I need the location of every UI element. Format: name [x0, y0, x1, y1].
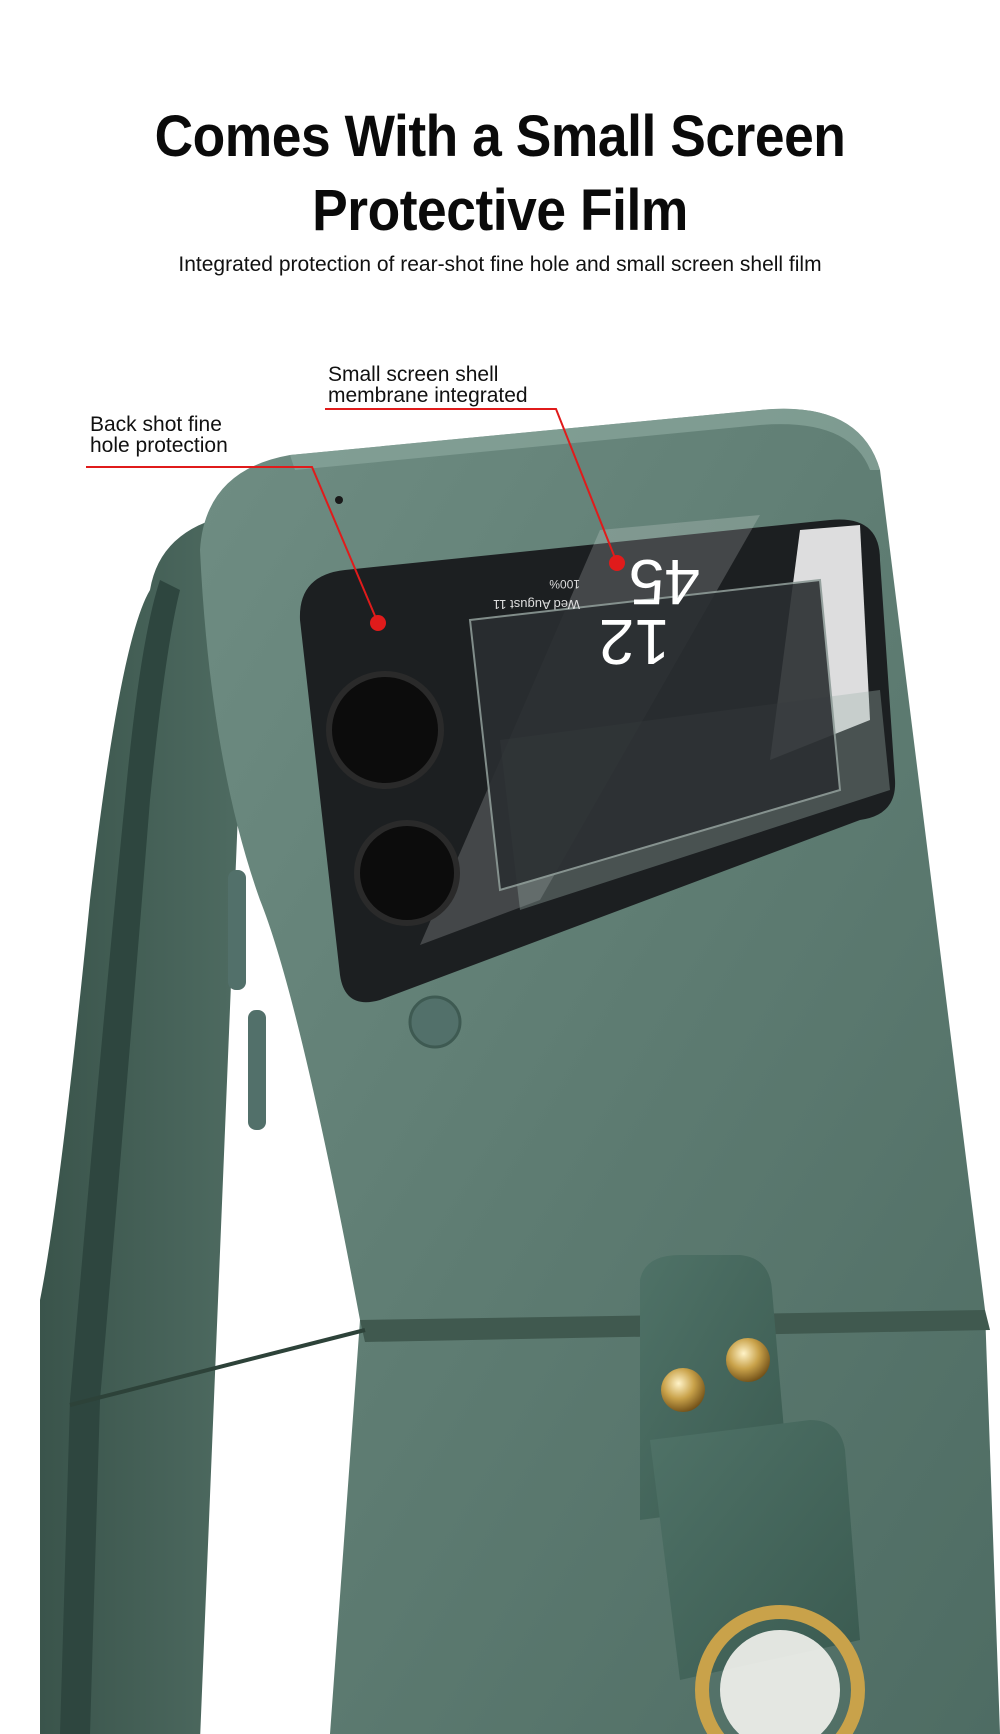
side-button-upper [228, 870, 246, 990]
screen-date: Wed August 11 [493, 597, 580, 612]
flash-dot [408, 995, 462, 1049]
page-title: Comes With a Small Screen Protective Fil… [40, 100, 960, 248]
rivet-right [726, 1338, 770, 1382]
camera-lens-top [326, 671, 444, 789]
callout-dot-small-screen [609, 555, 625, 571]
callout-small-screen-line2: membrane integrated [328, 384, 528, 407]
callout-small-screen-line1: Small screen shell [328, 363, 499, 386]
finger-ring [695, 1605, 865, 1734]
screen-time-hours: 12 [599, 606, 670, 678]
callout-back-shot: Back shot fine hole protection [90, 414, 228, 456]
callout-line-small-screen [325, 408, 618, 564]
small-screen-film [468, 578, 842, 892]
callout-back-shot-line2: hole protection [90, 434, 228, 457]
title-line-1: Comes With a Small Screen [154, 104, 846, 169]
callout-back-shot-line1: Back shot fine [90, 413, 222, 436]
screen-time-minutes: 45 [629, 546, 700, 618]
callout-dot-back-shot [370, 615, 386, 631]
callout-small-screen: Small screen shell membrane integrated [328, 364, 528, 406]
side-button-lower [248, 1010, 266, 1130]
screen-battery: 100% [549, 577, 580, 591]
page-subtitle: Integrated protection of rear-shot fine … [178, 253, 822, 276]
callout-line-back-shot [86, 466, 379, 624]
phone-left-edge [60, 580, 180, 1734]
rivet-left [661, 1368, 705, 1412]
title-line-2: Protective Film [312, 178, 688, 243]
camera-lens-bottom [354, 820, 460, 926]
